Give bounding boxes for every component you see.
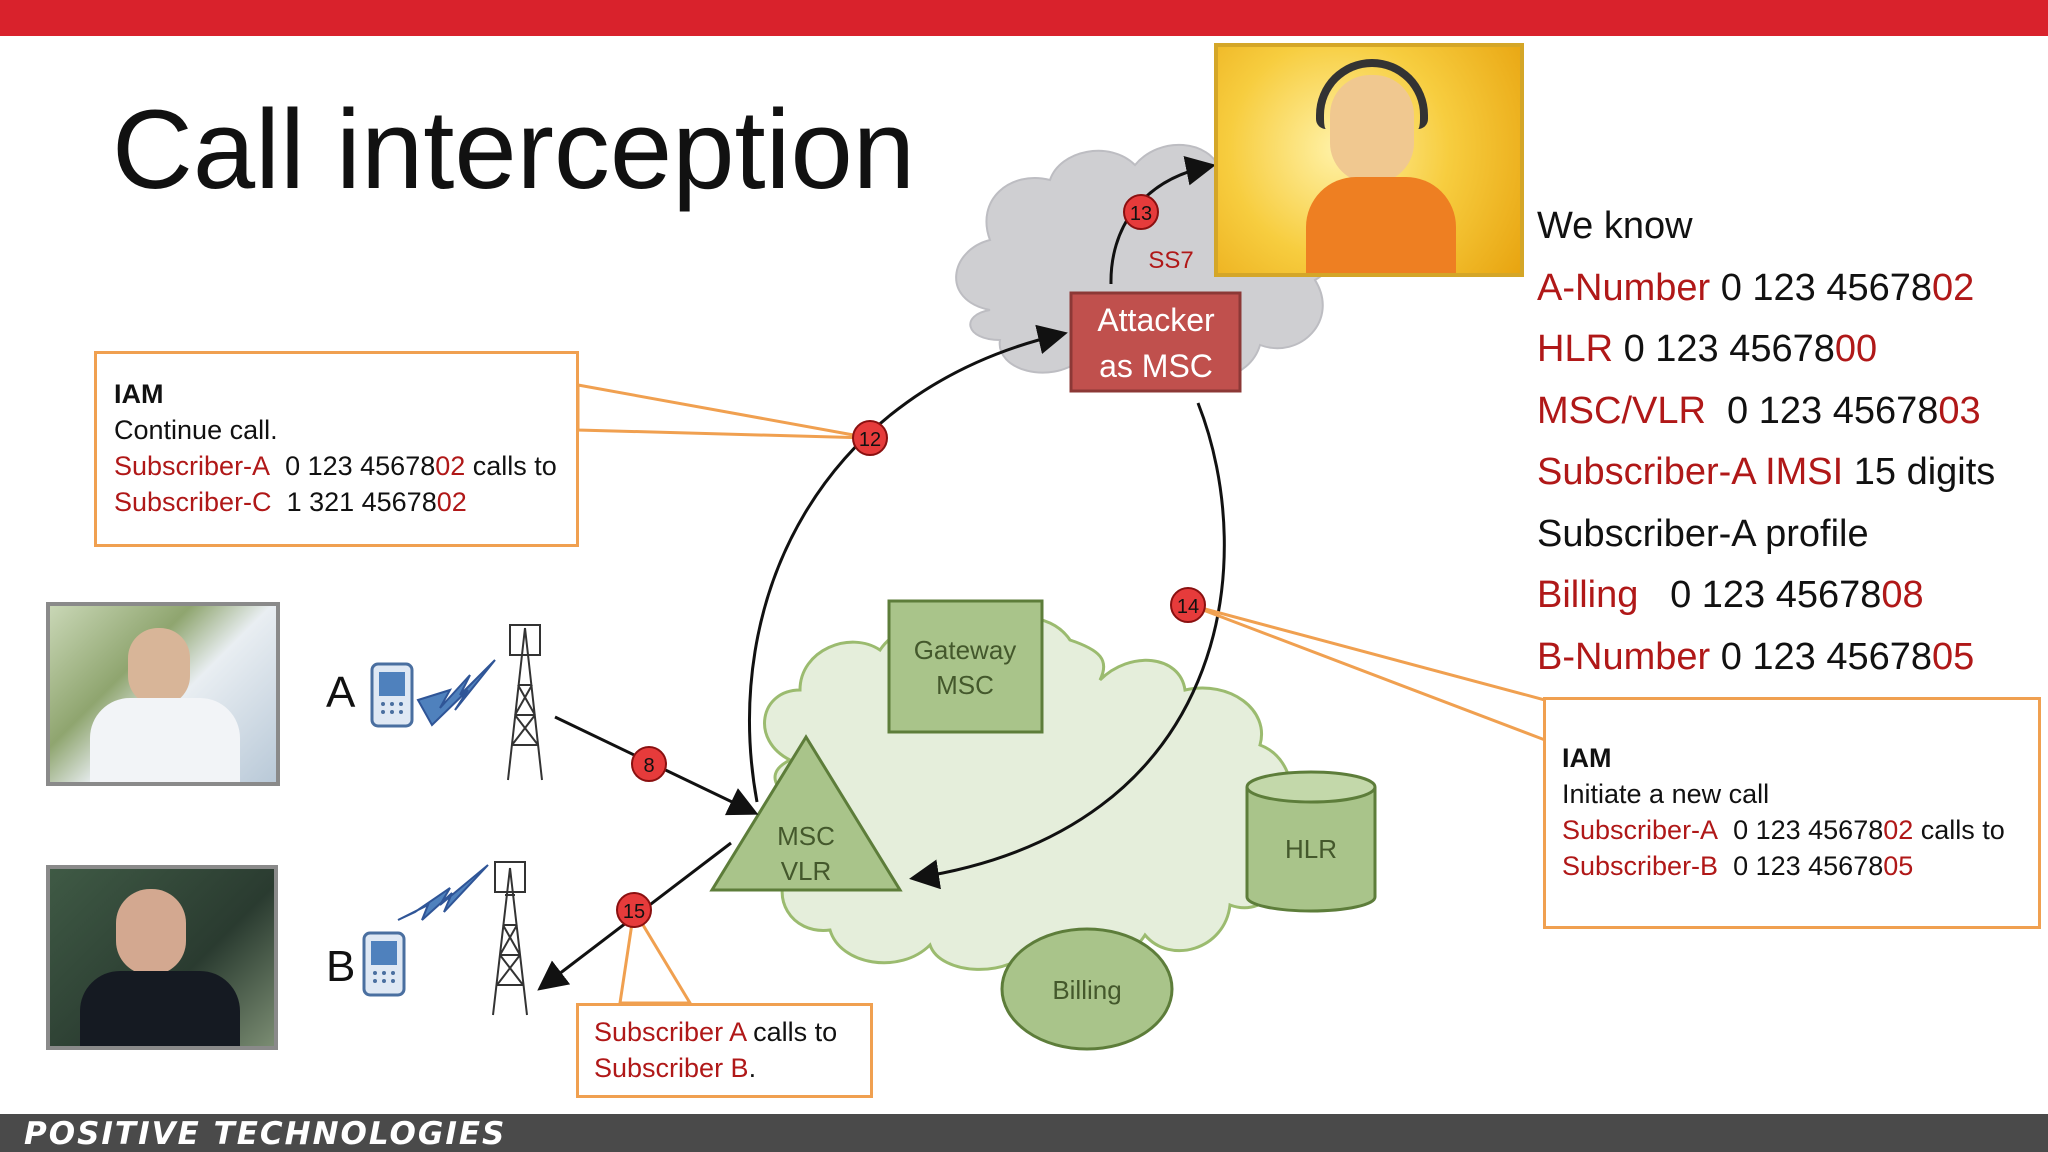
step-15-label: 15 [623, 901, 645, 923]
callout-14-sub-b-label: Subscriber-B [1562, 851, 1719, 881]
we-know-item: Subscriber-A profile [1537, 504, 1995, 566]
we-know-item-value: 0 123 45678 [1705, 389, 1939, 432]
we-know-item-value: 15 digits [1843, 451, 1996, 493]
callout-14-line1: Initiate a new call [1562, 779, 1770, 809]
callout-14-sub-a-number: 0 123 45678 [1733, 815, 1884, 845]
we-know-item-value: 0 123 45678 [1638, 574, 1882, 616]
signal-bolt-b-icon [397, 864, 489, 921]
we-know-item: MSC/VLR 0 123 4567803 [1537, 381, 1995, 443]
gateway-msc-box [887, 599, 1044, 734]
we-know-item: HLR 0 123 4567800 [1537, 319, 1995, 381]
billing-label: Billing [1052, 975, 1121, 1005]
phone-b-icon [362, 931, 406, 997]
we-know-item-label: Subscriber-A IMSI [1537, 451, 1844, 493]
callout-15-sub-a-label: Subscriber A [594, 1017, 746, 1047]
step-8-label: 8 [643, 755, 654, 777]
we-know-item-suffix: 08 [1881, 574, 1924, 616]
callout-14-calls-to: calls to [1913, 815, 2005, 845]
callout-12-sub-c-suffix: 02 [436, 487, 467, 517]
signal-bolt-a-icon [416, 659, 496, 727]
msc-vlr-triangle [709, 734, 903, 892]
gateway-label-line1: Gateway [914, 635, 1017, 665]
callout-15-sub-b-label: Subscriber B [594, 1053, 749, 1083]
subscriber-b-photo [46, 865, 278, 1050]
we-know-item: Subscriber-A IMSI 15 digits [1537, 442, 1995, 504]
we-know-item-suffix: 02 [1932, 266, 1975, 309]
we-know-item: Billing 0 123 4567808 [1537, 565, 1995, 627]
footer-bar [0, 1114, 2048, 1152]
attacker-listener-photo [1214, 43, 1524, 277]
subscriber-b-letter: B [326, 942, 356, 991]
callout-12-leader [576, 383, 871, 440]
attacker-msc-box [1069, 291, 1242, 393]
callout-step-12: IAM Continue call. Subscriber-A 0 123 45… [94, 351, 579, 547]
we-know-item-label: MSC/VLR [1537, 389, 1706, 432]
we-know-item-suffix: 05 [1932, 635, 1975, 678]
callout-12-sub-a-suffix: 02 [435, 451, 466, 481]
billing-ellipse [1000, 927, 1174, 1051]
we-know-item-value: 0 123 45678 [1710, 635, 1933, 678]
we-know-item-value: 0 123 45678 [1613, 328, 1835, 370]
brand-logo-text: POSITIVE TECHNOLOGIES [24, 1116, 507, 1152]
msc-label-line1: MSC [777, 821, 835, 851]
step-14-label: 14 [1177, 596, 1199, 618]
callout-12-heading: IAM [114, 379, 164, 409]
top-accent-bar [0, 0, 2048, 36]
attacker-label-line1: Attacker [1097, 302, 1215, 338]
callout-12-sub-c-number: 1 321 45678 [286, 487, 437, 517]
phone-a-icon [370, 662, 414, 728]
cell-tower-b-icon [492, 861, 528, 1016]
we-know-item: A-Number 0 123 4567802 [1537, 258, 1995, 320]
hlr-cylinder [1245, 770, 1377, 913]
callout-12-calls-to: calls to [465, 451, 557, 481]
step-15-marker [616, 892, 652, 928]
subscriber-a-photo [46, 602, 280, 786]
we-know-item-label: HLR [1537, 328, 1614, 370]
we-know-item-label: A-Number [1537, 266, 1711, 309]
callout-14-heading: IAM [1562, 743, 1612, 773]
callout-15-period: . [748, 1053, 757, 1083]
attacker-label-line2: as MSC [1099, 348, 1213, 384]
arrow-12 [748, 324, 1068, 803]
arrow-14 [909, 402, 1226, 890]
step-13-label: 13 [1130, 203, 1152, 225]
callout-step-14: IAM Initiate a new call Subscriber-A 0 1… [1543, 697, 2041, 929]
callout-12-sub-c-label: Subscriber-C [114, 487, 272, 517]
callout-12-sub-a-label: Subscriber-A [114, 451, 271, 481]
msc-label-line2: VLR [781, 856, 832, 886]
we-know-item: B-Number 0 123 4567805 [1537, 627, 1995, 689]
we-know-list: We know A-Number 0 123 4567802 HLR 0 123… [1537, 196, 1995, 688]
we-know-item-value: 0 123 45678 [1710, 266, 1933, 309]
we-know-item-suffix: 00 [1834, 328, 1878, 370]
gateway-label-line2: MSC [936, 670, 994, 700]
we-know-item-label: B-Number [1537, 635, 1711, 678]
callout-14-sub-a-suffix: 02 [1883, 815, 1914, 845]
callout-12-sub-a-number: 0 123 45678 [285, 451, 436, 481]
callout-12-line1: Continue call. [114, 415, 278, 445]
callout-step-15: Subscriber A calls to Subscriber B. [576, 1003, 873, 1098]
cell-tower-a-icon [507, 624, 543, 781]
ss7-label: SS7 [1148, 247, 1193, 274]
slide-title: Call interception [112, 87, 916, 212]
we-know-item-value: Subscriber-A profile [1537, 512, 1869, 555]
step-14-marker [1170, 587, 1206, 623]
we-know-heading: We know [1537, 205, 1693, 247]
hlr-label: HLR [1285, 834, 1337, 864]
callout-14-sub-a-label: Subscriber-A [1562, 815, 1719, 845]
step-12-marker [852, 420, 888, 456]
callout-14-sub-b-number: 0 123 45678 [1733, 851, 1884, 881]
callout-15-calls-to: calls to [745, 1017, 838, 1047]
step-8-marker [631, 746, 667, 782]
step-13-marker [1123, 194, 1159, 230]
step-12-label: 12 [859, 429, 881, 451]
callout-14-sub-b-suffix: 05 [1883, 851, 1914, 881]
we-know-item-suffix: 03 [1938, 389, 1981, 432]
we-know-item-label: Billing [1537, 574, 1639, 616]
subscriber-a-letter: A [326, 668, 356, 717]
